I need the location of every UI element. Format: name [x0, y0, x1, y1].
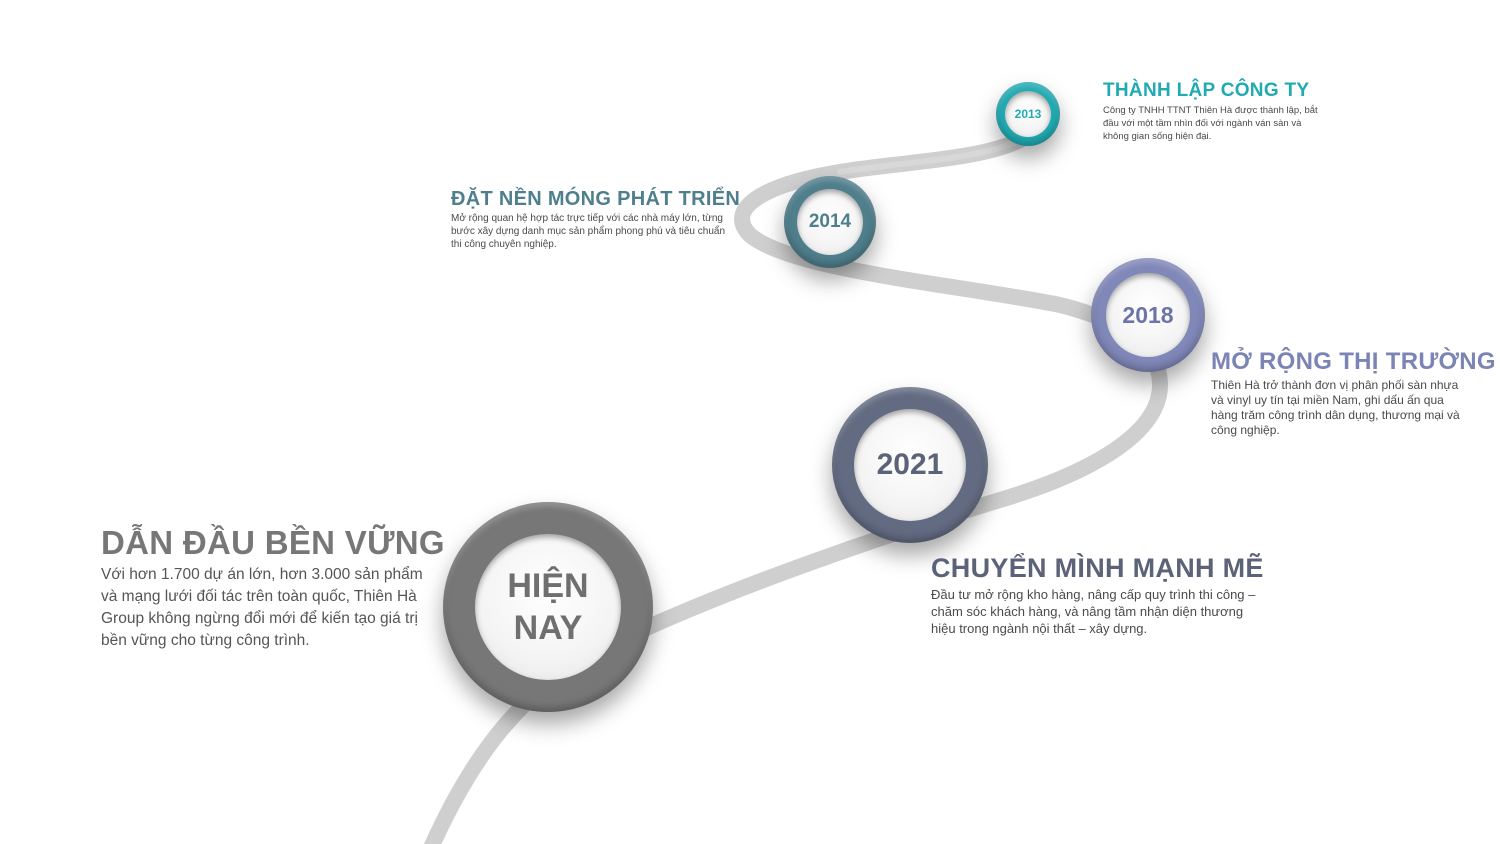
milestone-label: 2014 [797, 189, 863, 255]
entry-title: THÀNH LẬP CÔNG TY [1103, 80, 1310, 101]
entry-description: Thiên Hà trở thành đơn vị phân phối sàn … [1211, 378, 1460, 437]
entry-2014: ĐẶT NỀN MÓNG PHÁT TRIỂN Mở rộng quan hệ … [451, 188, 741, 251]
milestone-now: HIỆN NAY [443, 502, 653, 712]
entry-2021: CHUYỂN MÌNH MẠNH MẼ Đầu tư mở rộng kho h… [931, 553, 1264, 637]
milestone-label: 2018 [1106, 273, 1190, 357]
entry-2018: MỞ RỘNG THỊ TRƯỜNG Thiên Hà trở thành đơ… [1211, 348, 1496, 438]
milestone-2018: 2018 [1091, 258, 1205, 372]
entry-title: CHUYỂN MÌNH MẠNH MẼ [931, 553, 1264, 583]
entry-description: Đầu tư mở rộng kho hàng, nâng cấp quy tr… [931, 587, 1256, 636]
milestone-label: 2021 [854, 409, 966, 521]
entry-description: Mở rộng quan hệ hợp tác trực tiếp với cá… [451, 213, 726, 250]
entry-title: DẪN ĐẦU BỀN VỮNG [101, 524, 445, 561]
road-path-thin [837, 137, 1023, 175]
entry-title: ĐẶT NỀN MÓNG PHÁT TRIỂN [451, 188, 741, 210]
entry-2013: THÀNH LẬP CÔNG TY Công ty TNHH TTNT Thiê… [1103, 80, 1318, 143]
milestone-label: HIỆN NAY [475, 534, 621, 680]
milestone-2021: 2021 [832, 387, 988, 543]
entry-description: Với hơn 1.700 dự án lớn, hơn 3.000 sản p… [101, 566, 423, 649]
milestone-2014: 2014 [784, 176, 876, 268]
entry-title: MỞ RỘNG THỊ TRƯỜNG [1211, 348, 1496, 375]
entry-description: Công ty TNHH TTNT Thiên Hà được thành lậ… [1103, 105, 1318, 142]
milestone-label: 2013 [1005, 91, 1051, 137]
milestone-2013: 2013 [996, 82, 1060, 146]
entry-now: DẪN ĐẦU BỀN VỮNG Với hơn 1.700 dự án lớn… [101, 524, 445, 652]
